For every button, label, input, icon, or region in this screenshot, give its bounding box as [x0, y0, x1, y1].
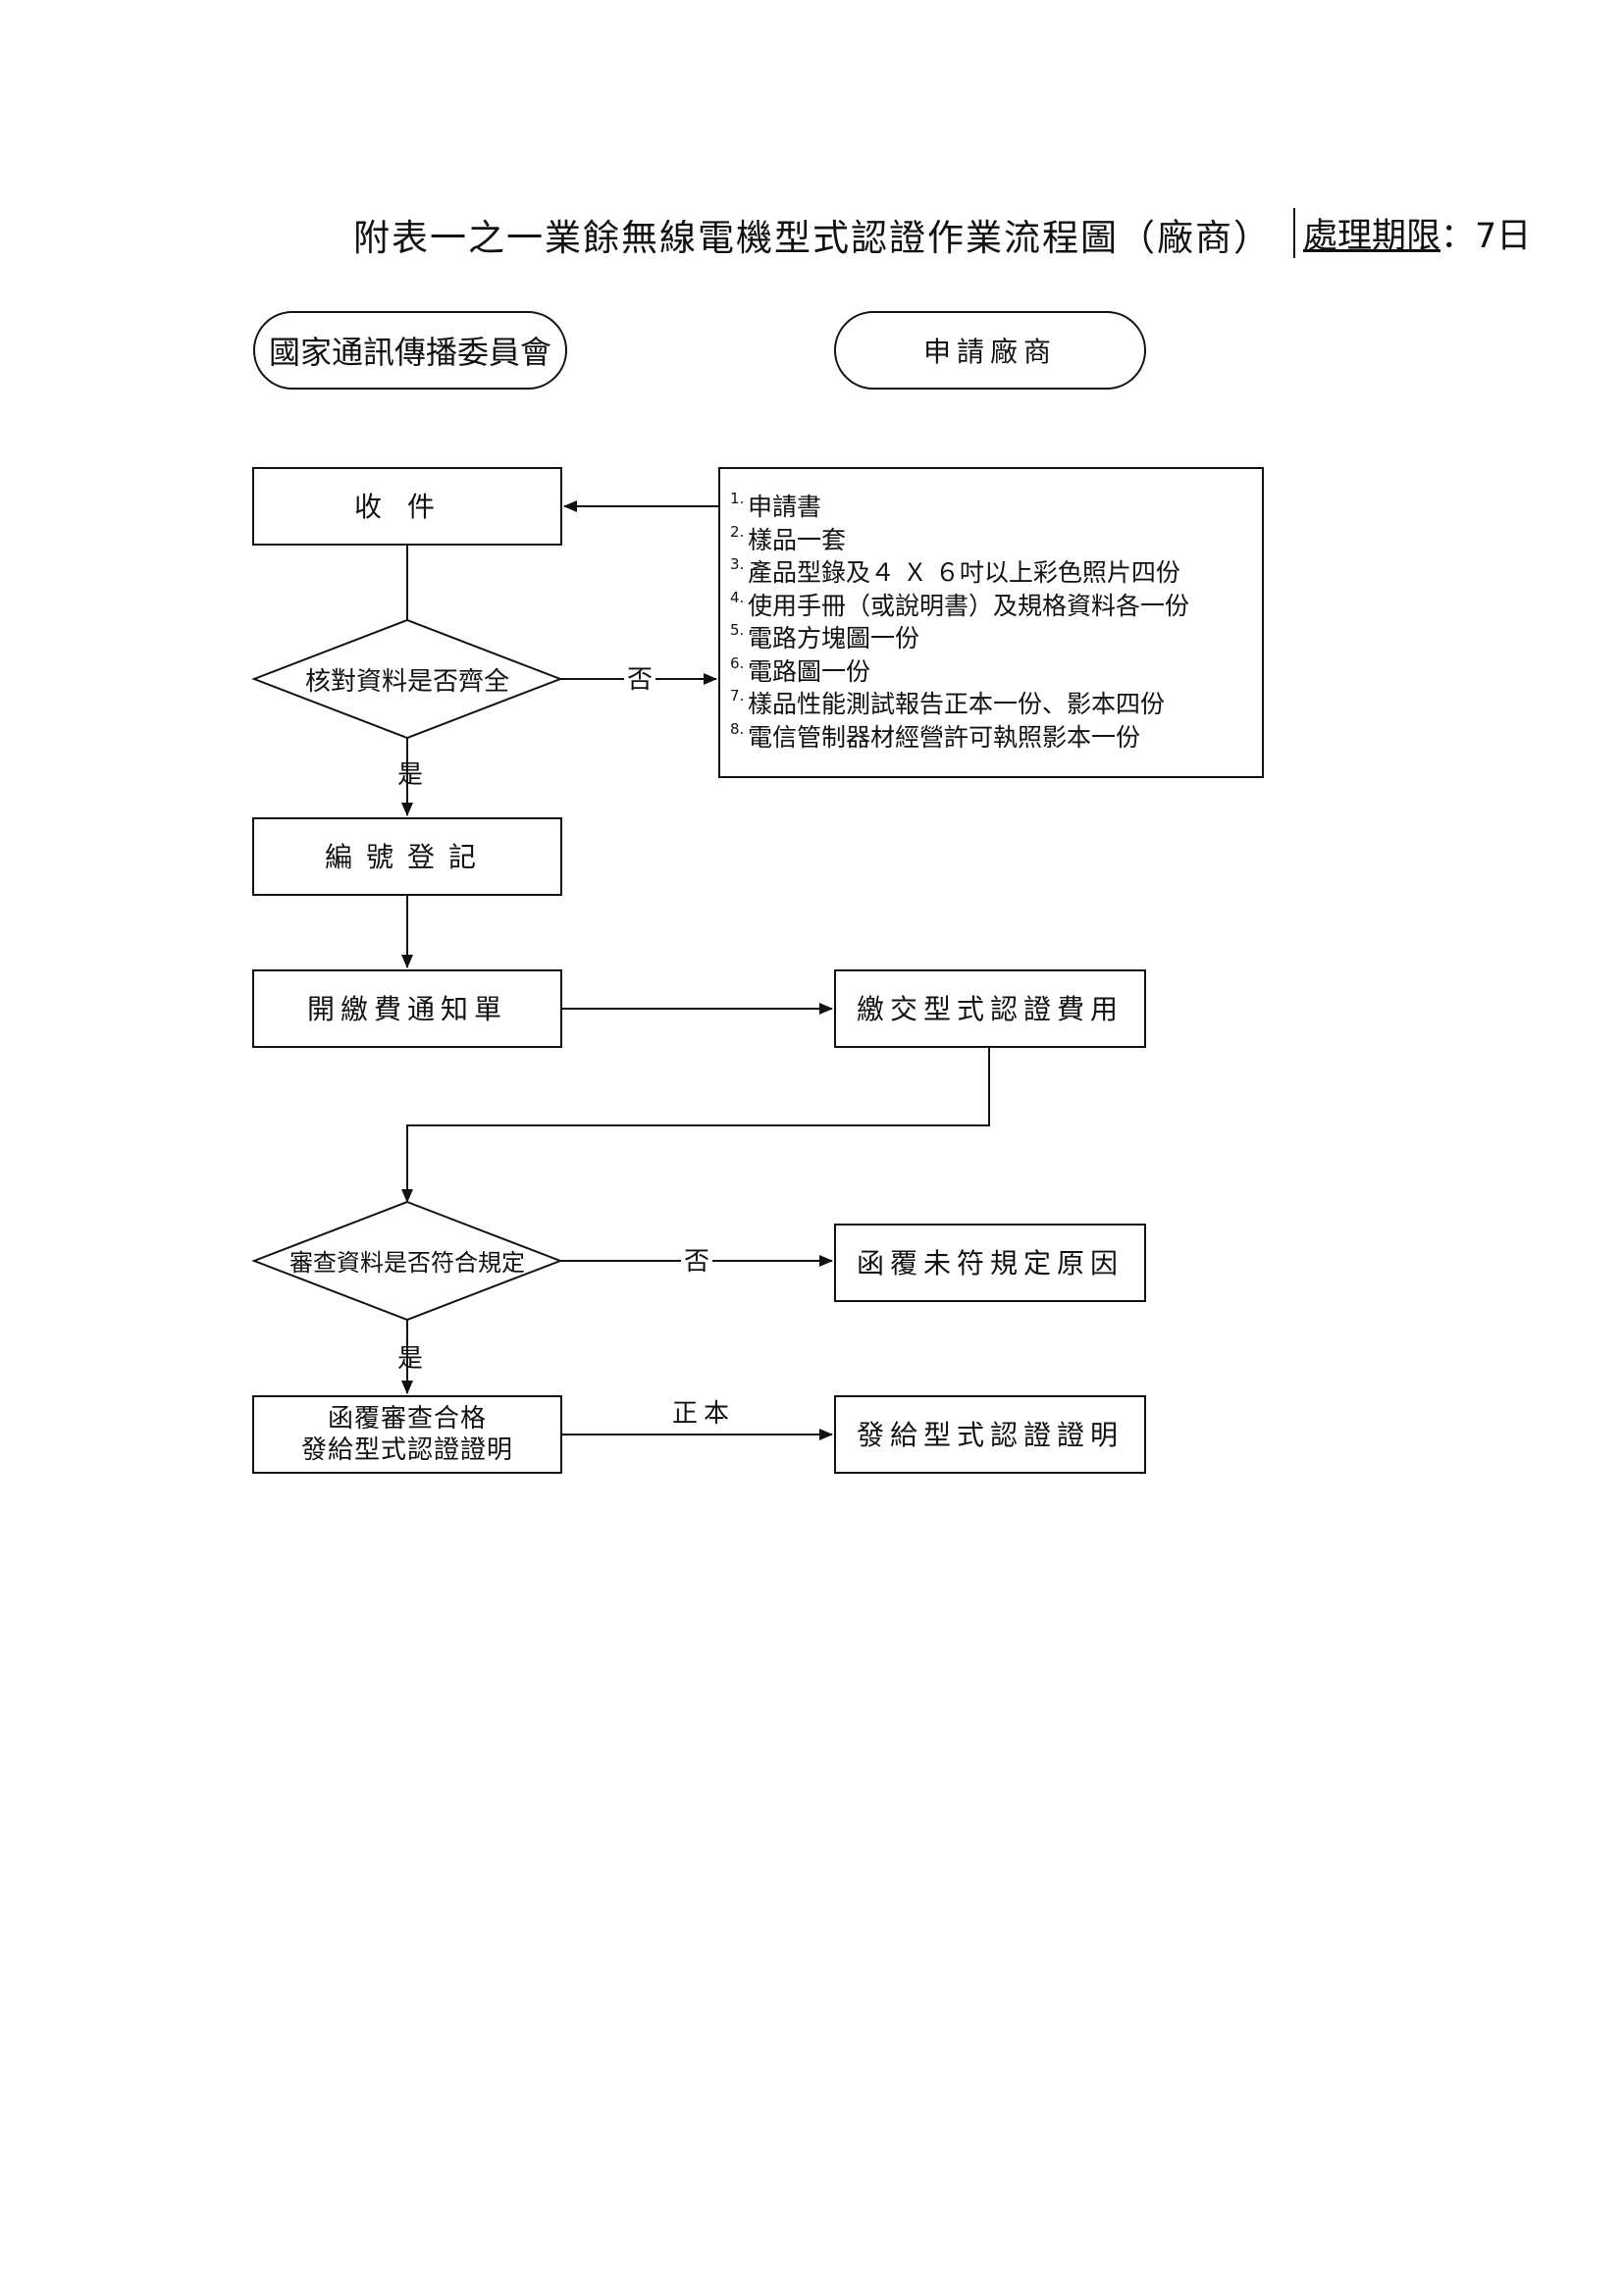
document-item: 7.樣品性能測試報告正本一份、影本四份 [730, 687, 1166, 718]
document-item: 2.樣品一套 [730, 522, 847, 554]
step-reject-reply: 函覆未符規定原因 [834, 1224, 1146, 1302]
edge-label-yes-review: 是 [397, 1344, 424, 1374]
decision-check-docs-label: 核對資料是否齊全 [304, 666, 509, 697]
required-documents-box: 1.申請書 2.樣品一套 3.產品型錄及４ Ｘ ６吋以上彩色照片四份 4.使用手… [718, 467, 1264, 778]
step-issue-certificate: 發給型式認證證明 [834, 1395, 1146, 1474]
edge-label-yes-check: 是 [397, 760, 424, 790]
approve-line-2: 發給型式認證證明 [300, 1435, 513, 1465]
edge-label-original: 正本 [672, 1399, 736, 1429]
page-title: 附表一之一業餘無線電機型式認證作業流程圖（廠商） [353, 217, 1272, 259]
step-fee-notice: 開繳費通知單 [252, 969, 562, 1048]
deadline-label: 處理期限 [1303, 217, 1441, 256]
decision-diamond-review [251, 1200, 563, 1322]
lane-header-ncc: 國家通訊傳播委員會 [253, 311, 567, 390]
edge-label-no-review: 否 [681, 1249, 713, 1275]
edge-label-no-check: 否 [624, 667, 656, 693]
decision-review-label: 審查資料是否符合規定 [289, 1248, 525, 1277]
decision-diamond-check-docs [251, 618, 563, 740]
document-item: 3.產品型錄及４ Ｘ ６吋以上彩色照片四份 [730, 555, 1180, 587]
deadline-value: ：7日 [1440, 217, 1532, 256]
document-item: 4.使用手冊（或說明書）及規格資料各一份 [730, 588, 1190, 620]
document-item: 6.電路圖一份 [730, 653, 871, 686]
document-item: 1.申請書 [730, 490, 822, 521]
step-receive: 收件 [252, 467, 562, 546]
step-pay-fee: 繳交型式認證費用 [834, 969, 1146, 1048]
arrow-pay-to-review [401, 1048, 990, 1203]
lane-header-applicant: 申請廠商 [834, 311, 1146, 390]
approve-line-1: 函覆審查合格 [327, 1403, 487, 1434]
processing-deadline: 處理期限：7日 [1293, 208, 1531, 258]
document-item: 5.電路方塊圖一份 [730, 621, 920, 652]
step-approve-reply: 函覆審查合格 發給型式認證證明 [252, 1395, 562, 1474]
document-item: 8.電信管制器材經營許可執照影本一份 [730, 719, 1141, 752]
step-register: 編號登記 [252, 817, 562, 896]
